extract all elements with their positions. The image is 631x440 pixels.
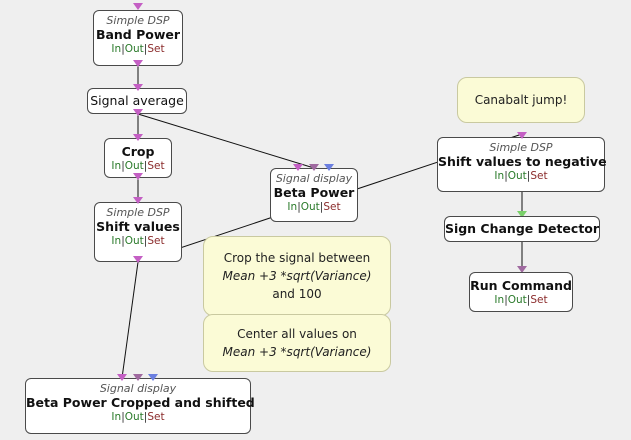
input-pin[interactable]: [309, 164, 319, 171]
node-title: Band Power: [95, 27, 181, 42]
output-pin[interactable]: [133, 173, 143, 180]
input-pin[interactable]: [133, 134, 143, 141]
node-title: Signal average: [90, 93, 184, 108]
port-in[interactable]: In: [494, 294, 505, 306]
port-out[interactable]: Out: [124, 235, 144, 247]
input-pin[interactable]: [293, 164, 303, 171]
node-ports: In|Out|Set: [111, 43, 165, 55]
link-shift-to-betacropped: [121, 261, 139, 379]
node-ports: In|Out|Set: [111, 160, 165, 172]
input-pin[interactable]: [133, 197, 143, 204]
node-title: Run Command: [470, 278, 572, 293]
port-out[interactable]: Out: [124, 411, 144, 423]
port-set[interactable]: Set: [147, 235, 165, 247]
port-set[interactable]: Set: [530, 170, 548, 182]
node-ports: In|Out|Set: [494, 170, 548, 182]
node-title: Beta Power Cropped and shifted: [26, 395, 255, 410]
port-in[interactable]: In: [111, 235, 122, 247]
node-title: Shift values: [96, 219, 180, 234]
node-kind: Signal display: [99, 382, 177, 395]
comment-crop[interactable]: Crop the signal between Mean +3 *sqrt(Va…: [203, 236, 391, 316]
port-set[interactable]: Set: [147, 160, 165, 172]
node-ports: In|Out|Set: [494, 294, 548, 306]
port-in[interactable]: In: [111, 160, 122, 172]
node-ports: In|Out|Set: [111, 235, 165, 247]
port-set[interactable]: Set: [323, 201, 341, 213]
port-set[interactable]: Set: [147, 411, 165, 423]
comment-text: Canabalt jump!: [474, 93, 568, 107]
node-beta-power[interactable]: Signal display Beta Power In|Out|Set: [270, 168, 358, 222]
node-title: Beta Power: [273, 185, 355, 200]
node-shift-values[interactable]: Simple DSP Shift values In|Out|Set: [94, 202, 182, 262]
comment-text: and 100: [272, 287, 322, 301]
input-pin[interactable]: [133, 3, 143, 10]
node-run-command[interactable]: Run Command In|Out|Set: [469, 272, 573, 312]
port-in[interactable]: In: [287, 201, 298, 213]
input-pin[interactable]: [517, 132, 527, 139]
port-out[interactable]: Out: [300, 201, 320, 213]
node-shift-negative[interactable]: Simple DSP Shift values to negative In|O…: [437, 137, 607, 192]
node-beta-power-cropped[interactable]: Signal display Beta Power Cropped and sh…: [25, 378, 255, 434]
comment-canabalt[interactable]: Canabalt jump!: [457, 77, 585, 123]
port-set[interactable]: Set: [530, 294, 548, 306]
node-kind: Signal display: [275, 172, 353, 185]
node-sign-change-detector[interactable]: Sign Change Detector: [444, 216, 600, 242]
port-out[interactable]: Out: [124, 43, 144, 55]
node-ports: In|Out|Set: [287, 201, 341, 213]
input-pin[interactable]: [133, 374, 143, 381]
node-title: Shift values to negative: [438, 154, 607, 169]
input-pin[interactable]: [133, 84, 143, 91]
node-title: Crop: [121, 144, 155, 159]
port-in[interactable]: In: [111, 411, 122, 423]
comment-text: Mean +3 *sqrt(Variance): [222, 345, 372, 359]
port-set[interactable]: Set: [147, 43, 165, 55]
port-in[interactable]: In: [494, 170, 505, 182]
comment-center[interactable]: Center all values on Mean +3 *sqrt(Varia…: [203, 314, 391, 372]
output-pin[interactable]: [133, 109, 143, 116]
output-pin[interactable]: [517, 211, 527, 218]
port-out[interactable]: Out: [507, 294, 527, 306]
port-out[interactable]: Out: [124, 160, 144, 172]
node-kind: Simple DSP: [106, 206, 170, 219]
input-pin[interactable]: [117, 374, 127, 381]
port-in[interactable]: In: [111, 43, 122, 55]
node-band-power[interactable]: Simple DSP Band Power In|Out|Set: [93, 10, 183, 66]
output-pin[interactable]: [517, 266, 527, 273]
node-title: Sign Change Detector: [444, 221, 600, 236]
node-kind: Simple DSP: [106, 14, 170, 27]
node-kind: Simple DSP: [489, 141, 553, 154]
output-pin[interactable]: [133, 60, 143, 67]
comment-text: Center all values on: [237, 327, 357, 341]
node-ports: In|Out|Set: [111, 411, 165, 423]
input-pin[interactable]: [148, 374, 158, 381]
port-out[interactable]: Out: [507, 170, 527, 182]
comment-text: Crop the signal between: [223, 251, 371, 265]
input-pin[interactable]: [324, 164, 334, 171]
comment-text: Mean +3 *sqrt(Variance): [222, 269, 372, 283]
node-crop[interactable]: Crop In|Out|Set: [104, 138, 172, 178]
link-average-to-betapower: [137, 113, 315, 169]
output-pin[interactable]: [133, 256, 143, 263]
